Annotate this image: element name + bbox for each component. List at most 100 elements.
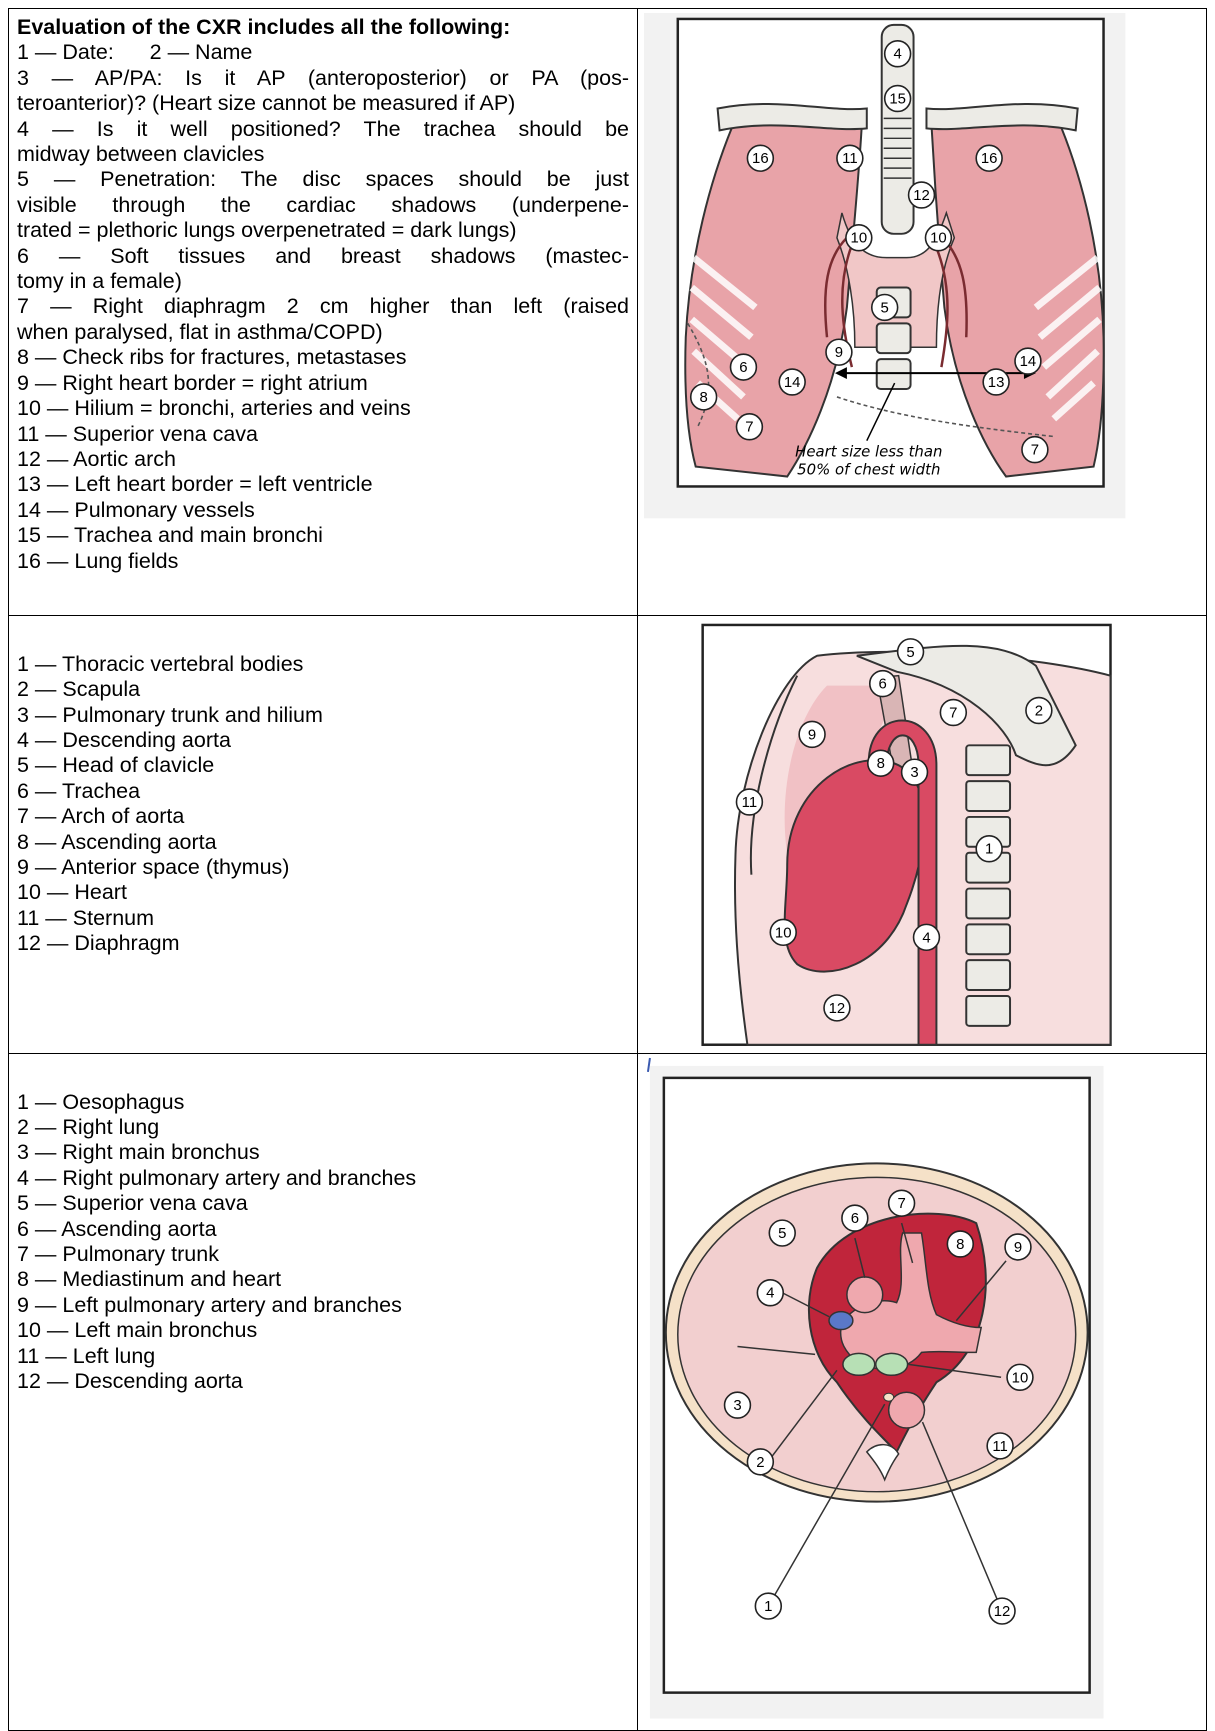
list-item: 5 — Superior vena cava: [17, 1191, 629, 1216]
left-main-bronchus: [876, 1353, 908, 1375]
label-marker-1: 1: [755, 1593, 781, 1619]
axial-anatomy-cell: 1 — Oesophagus 2 — Right lung 3 — Right …: [9, 1053, 638, 1730]
right-main-bronchus: [843, 1353, 875, 1375]
svg-text:7: 7: [1031, 442, 1039, 459]
svg-text:14: 14: [784, 374, 801, 391]
svg-text:12: 12: [913, 187, 930, 204]
svg-text:9: 9: [808, 726, 816, 743]
list-item: 16 — Lung fields: [17, 549, 629, 574]
label-marker-14: 14: [779, 369, 805, 395]
svg-text:4: 4: [766, 1284, 774, 1301]
vertebra: [877, 323, 911, 353]
list-item: 11 — Left lung: [17, 1344, 629, 1369]
list-item: 5 — Head of clavicle: [17, 753, 629, 778]
label-marker-3: 3: [902, 759, 928, 785]
list-item: 4 — Descending aorta: [17, 728, 629, 753]
label-marker-5: 5: [872, 294, 898, 320]
list-item: 4 — Is it well positioned? The trachea s…: [17, 117, 629, 142]
svg-text:5: 5: [778, 1225, 786, 1242]
oesophagus: [884, 1393, 894, 1401]
label-marker-12: 12: [989, 1598, 1015, 1624]
list-item: 14 — Pulmonary vessels: [17, 498, 629, 523]
label-marker-6: 6: [842, 1205, 868, 1231]
svg-text:4: 4: [922, 929, 930, 946]
label-marker-9: 9: [799, 721, 825, 747]
label-marker-4: 4: [914, 924, 940, 950]
svg-text:9: 9: [835, 344, 843, 361]
label-marker-1: 1: [976, 836, 1002, 862]
heart-size-note-line2: 50% of chest width: [797, 461, 940, 479]
list-item: 1 — Thoracic vertebral bodies: [17, 652, 629, 677]
label-marker-13: 13: [983, 369, 1009, 395]
label-marker-16: 16: [976, 145, 1002, 171]
heart-size-note-line1: Heart size less than: [795, 443, 942, 461]
list-item: 4 — Right pulmonary artery and branches: [17, 1166, 629, 1191]
label-marker-4: 4: [757, 1279, 783, 1305]
svg-text:6: 6: [739, 359, 747, 376]
label-marker-8: 8: [868, 750, 894, 776]
left-clavicle: [926, 104, 1077, 130]
list-item: teroanterior)? (Heart size cannot be mea…: [17, 91, 629, 116]
svg-text:5: 5: [881, 299, 889, 316]
svg-text:11: 11: [992, 1437, 1007, 1454]
svg-text:10: 10: [1012, 1369, 1029, 1386]
svg-text:3: 3: [733, 1397, 741, 1414]
svg-text:11: 11: [742, 794, 757, 811]
table-row: Evaluation of the CXR includes all the f…: [9, 9, 1207, 616]
list-item: 3 — Pulmonary trunk and hilium: [17, 703, 629, 728]
label-marker-8: 8: [947, 1231, 973, 1257]
label-marker-11: 11: [987, 1433, 1013, 1459]
list-item: 11 — Sternum: [17, 906, 629, 931]
svg-text:1: 1: [985, 841, 993, 858]
svg-text:6: 6: [879, 675, 887, 692]
label-marker-10: 10: [846, 225, 872, 251]
svg-text:13: 13: [988, 374, 1005, 391]
svg-text:6: 6: [851, 1210, 859, 1227]
list-item: 7 — Right diaphragm 2 cm higher than lef…: [17, 294, 629, 319]
table-row: 1 — Oesophagus 2 — Right lung 3 — Right …: [9, 1053, 1207, 1730]
label-marker-8: 8: [691, 384, 717, 410]
list-item: 6 — Ascending aorta: [17, 1217, 629, 1242]
svg-text:10: 10: [775, 924, 792, 941]
list-item: 6 — Trachea: [17, 779, 629, 804]
list-item: 10 — Heart: [17, 880, 629, 905]
list-item: 2 — Scapula: [17, 677, 629, 702]
label-marker-11: 11: [837, 145, 863, 171]
svg-text:12: 12: [994, 1603, 1011, 1620]
table-row: 1 — Thoracic vertebral bodies 2 — Scapul…: [9, 615, 1207, 1053]
label-marker-7: 7: [1022, 437, 1048, 463]
label-marker-9: 9: [1005, 1234, 1031, 1260]
svg-text:1: 1: [764, 1598, 772, 1615]
cxr-evaluation-cell: Evaluation of the CXR includes all the f…: [9, 9, 638, 616]
list-item: 12 — Diaphragm: [17, 931, 629, 956]
label-marker-15: 15: [885, 86, 911, 112]
list-item: trated = plethoric lungs overpenetrated …: [17, 218, 629, 243]
label-marker-6: 6: [731, 354, 757, 380]
list-item: tomy in a female): [17, 269, 629, 294]
label-marker-9: 9: [826, 339, 852, 365]
svg-text:12: 12: [829, 1000, 846, 1017]
label-marker-10: 10: [925, 225, 951, 251]
svg-text:16: 16: [981, 150, 998, 167]
label-marker-5: 5: [898, 639, 924, 665]
label-marker-16: 16: [747, 145, 773, 171]
label-marker-12: 12: [824, 995, 850, 1021]
svg-text:8: 8: [877, 755, 885, 772]
list-item: 13 — Left heart border = left ventricle: [17, 472, 629, 497]
list-item: 8 — Ascending aorta: [17, 830, 629, 855]
lateral-anatomy-text: 1 — Thoracic vertebral bodies 2 — Scapul…: [9, 616, 637, 957]
svg-text:7: 7: [897, 1195, 905, 1212]
label-marker-10: 10: [770, 919, 796, 945]
frontal-cxr-diagram: Heart size less than 50% of chest width …: [638, 9, 1206, 610]
svg-text:8: 8: [700, 389, 708, 406]
list-item: 12 — Descending aorta: [17, 1369, 629, 1394]
list-item: 5 — Penetration: The disc spaces should …: [17, 167, 629, 192]
stray-mark: [648, 1058, 650, 1072]
axial-anatomy-text: 1 — Oesophagus 2 — Right lung 3 — Right …: [9, 1054, 637, 1395]
list-item: visible through the cardiac shadows (und…: [17, 193, 629, 218]
label-marker-12: 12: [909, 182, 935, 208]
svg-text:11: 11: [842, 150, 857, 167]
list-item: 1 — Date: 2 — Name: [17, 40, 629, 65]
svg-text:16: 16: [752, 150, 769, 167]
